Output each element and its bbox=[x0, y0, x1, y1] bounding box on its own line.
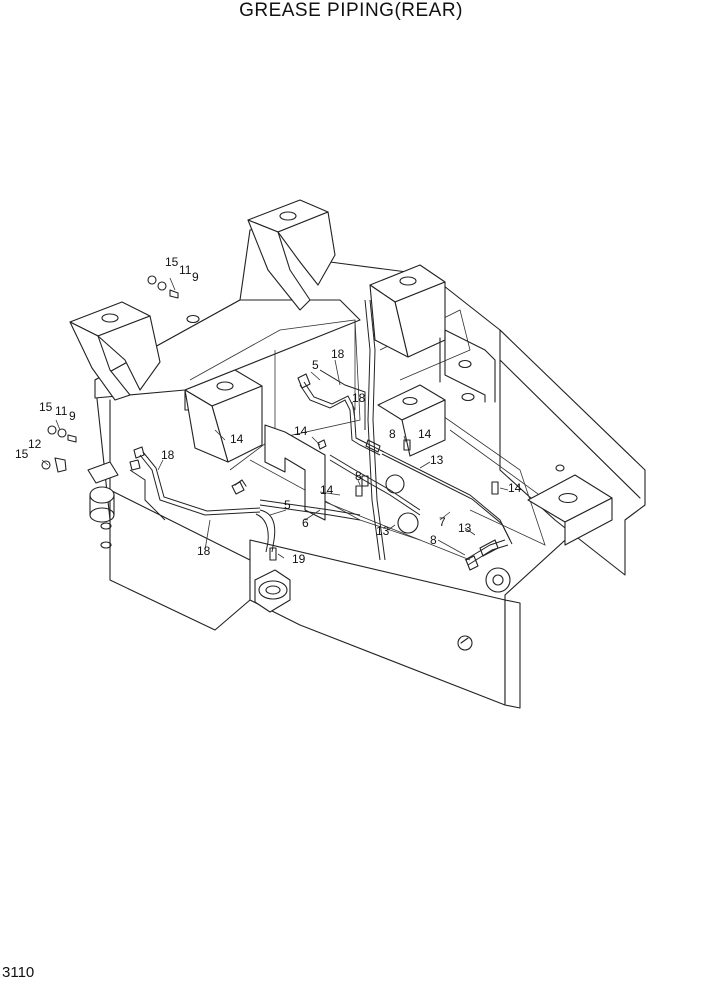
callout-8: 8 bbox=[389, 427, 396, 441]
callout-labels: 15 11 9 15 11 9 12 15 5 18 18 14 14 8 13… bbox=[15, 255, 522, 566]
callout-12: 12 bbox=[28, 437, 42, 451]
callout-15: 15 bbox=[165, 255, 179, 269]
upper-mount-bracket bbox=[247, 199, 336, 311]
far-right-mount-bracket bbox=[527, 474, 613, 546]
callout-5: 5 bbox=[284, 498, 291, 512]
callout-8: 8 bbox=[430, 533, 437, 547]
callout-15: 15 bbox=[15, 447, 29, 461]
callout-14: 14 bbox=[418, 427, 432, 441]
callout-6: 6 bbox=[302, 516, 309, 530]
diagram-title: GREASE PIPING(REAR) bbox=[239, 0, 463, 21]
callout-18: 18 bbox=[197, 544, 211, 558]
callout-14: 14 bbox=[508, 481, 522, 495]
callout-19: 19 bbox=[292, 552, 306, 566]
callout-8: 8 bbox=[355, 469, 362, 483]
callout-9: 9 bbox=[69, 409, 76, 423]
callout-11: 11 bbox=[55, 404, 68, 418]
callout-13: 13 bbox=[376, 524, 390, 538]
rear-right-bearing bbox=[385, 474, 511, 593]
left-mount-bracket bbox=[69, 301, 161, 401]
callout-15: 15 bbox=[39, 400, 53, 414]
leader-lines bbox=[41, 277, 509, 559]
left-pivot-bearing bbox=[87, 461, 119, 523]
right-handle-bracket bbox=[439, 329, 496, 403]
callout-9: 9 bbox=[192, 270, 199, 284]
side-lug-plate bbox=[100, 522, 473, 651]
callout-7: 7 bbox=[439, 515, 446, 529]
center-block-bracket bbox=[184, 369, 263, 463]
callout-14: 14 bbox=[230, 432, 244, 446]
clamp-bracket-center bbox=[264, 424, 326, 521]
callout-18: 18 bbox=[331, 347, 345, 361]
right-block-bracket bbox=[377, 384, 446, 457]
callout-5: 5 bbox=[312, 358, 319, 372]
front-pivot-bearing bbox=[254, 569, 291, 613]
callout-18: 18 bbox=[161, 448, 175, 462]
grease-fittings bbox=[41, 275, 499, 571]
page-number: 3110 bbox=[2, 964, 35, 981]
callout-13: 13 bbox=[458, 521, 472, 535]
callout-14: 14 bbox=[320, 483, 334, 497]
callout-18: 18 bbox=[352, 391, 366, 405]
callout-13: 13 bbox=[430, 453, 444, 467]
grease-piping-center bbox=[259, 299, 421, 561]
callout-14: 14 bbox=[294, 424, 308, 438]
callout-11: 11 bbox=[179, 263, 192, 277]
